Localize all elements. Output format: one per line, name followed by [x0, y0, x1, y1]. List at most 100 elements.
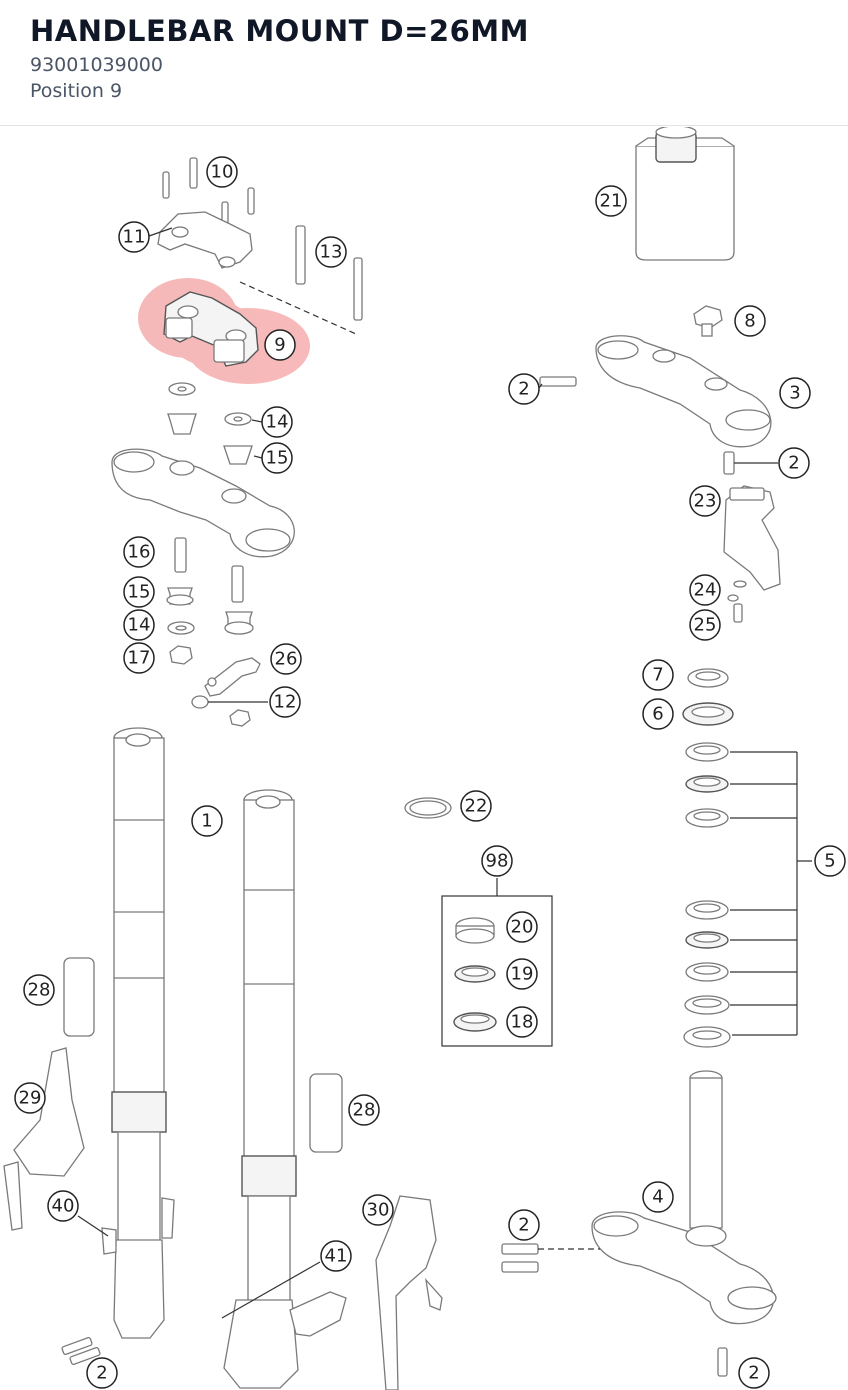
callout-label-11: 11 [123, 227, 146, 248]
callout-20[interactable] [506, 911, 538, 943]
callout-24[interactable] [689, 574, 721, 606]
upper-triple-clamp-left[interactable] [111, 448, 295, 558]
callout-label-13: 13 [320, 242, 343, 263]
sleeves-15-upper[interactable] [167, 413, 253, 465]
callout-label-41: 41 [325, 1246, 348, 1267]
callout-label-10: 10 [211, 162, 234, 183]
callouts [14, 156, 846, 1389]
callout-16[interactable] [123, 536, 155, 568]
callout-14a[interactable] [261, 406, 293, 438]
callout-23[interactable] [689, 485, 721, 517]
cable-guide-23[interactable] [723, 485, 781, 591]
callout-18[interactable] [506, 1006, 538, 1038]
washers-14-upper[interactable] [168, 382, 252, 426]
callout-12[interactable] [269, 686, 301, 718]
callout-1[interactable] [191, 805, 223, 837]
callout-13[interactable] [315, 236, 347, 268]
fork-guard-30[interactable] [375, 1195, 443, 1390]
steering-bearings-5[interactable] [683, 742, 812, 1048]
callout-label-8: 8 [744, 311, 755, 332]
callout-label-20: 20 [511, 917, 534, 938]
position-label: Position 9 [30, 80, 123, 102]
callout-label-5: 5 [824, 851, 835, 872]
fork-leg-left[interactable] [101, 727, 175, 1339]
callout-15b[interactable] [123, 576, 155, 608]
bracket-26[interactable] [204, 657, 261, 697]
callout-22[interactable] [460, 790, 492, 822]
callout-label-28a: 28 [28, 980, 51, 1001]
callout-label-2c: 2 [96, 1363, 107, 1384]
callout-41[interactable] [320, 1240, 352, 1272]
callout-label-98: 98 [486, 851, 509, 872]
callout-28b[interactable] [348, 1094, 380, 1126]
callout-4[interactable] [642, 1181, 674, 1213]
upper-triple-clamp-right-3[interactable] [595, 335, 772, 448]
callout-label-2a: 2 [518, 379, 529, 400]
callout-label-14b: 14 [128, 615, 151, 636]
callout-label-22: 22 [465, 796, 488, 817]
o-ring-22[interactable] [404, 797, 452, 819]
callout-19[interactable] [506, 958, 538, 990]
lower-triple-clamp-4[interactable] [591, 1070, 777, 1325]
protector-28-left[interactable] [63, 957, 95, 1037]
callout-label-28b: 28 [353, 1100, 376, 1121]
callout-label-30: 30 [367, 1200, 390, 1221]
callout-label-2d: 2 [518, 1215, 529, 1236]
washer-24-screw-25[interactable] [727, 580, 747, 623]
callout-2b[interactable] [778, 447, 810, 479]
bolts-10[interactable] [162, 157, 255, 229]
callout-label-40: 40 [52, 1196, 75, 1217]
callout-label-9: 9 [274, 335, 285, 356]
callout-label-18: 18 [511, 1012, 534, 1033]
bolts-2-lower[interactable] [61, 1243, 728, 1377]
seal-7[interactable] [687, 668, 729, 688]
callout-6[interactable] [642, 698, 674, 730]
callout-2d[interactable] [508, 1209, 540, 1241]
callout-29[interactable] [14, 1082, 46, 1114]
callout-11[interactable] [118, 221, 150, 253]
handlebar-mount-9[interactable] [163, 291, 259, 367]
grommet-12[interactable] [191, 695, 268, 709]
ring-6[interactable] [682, 702, 734, 726]
callout-label-15b: 15 [128, 582, 151, 603]
callout-label-24: 24 [694, 580, 717, 601]
callout-label-6: 6 [652, 704, 663, 725]
plug-8[interactable] [693, 305, 723, 337]
bearing-kit-98[interactable] [441, 878, 553, 1047]
callout-7[interactable] [642, 659, 674, 691]
handlebar-clamp-top-11[interactable] [157, 211, 253, 269]
callout-8[interactable] [734, 305, 766, 337]
callout-label-19: 19 [511, 964, 534, 985]
callout-label-3: 3 [789, 383, 800, 404]
callout-14b[interactable] [123, 609, 155, 641]
washers-14-lower[interactable] [167, 621, 195, 635]
callout-2a[interactable] [508, 373, 540, 405]
callout-label-25: 25 [694, 615, 717, 636]
callout-label-7: 7 [652, 665, 663, 686]
sleeves-15-lower[interactable] [166, 587, 254, 635]
callout-98[interactable] [481, 845, 513, 877]
fork-guard-29[interactable] [3, 1047, 85, 1231]
callout-9[interactable] [264, 329, 296, 361]
pins-16[interactable] [174, 537, 244, 603]
callout-2e[interactable] [738, 1357, 770, 1389]
callout-2c[interactable] [86, 1357, 118, 1389]
callout-28a[interactable] [23, 974, 55, 1006]
brake-fluid-21[interactable] [635, 127, 735, 261]
callout-10[interactable] [206, 156, 238, 188]
callout-25[interactable] [689, 609, 721, 641]
callout-40[interactable] [47, 1190, 79, 1222]
bolts-13[interactable] [239, 225, 363, 335]
callout-21[interactable] [595, 185, 627, 217]
callout-30[interactable] [362, 1194, 394, 1226]
callout-label-2e: 2 [748, 1363, 759, 1384]
callout-15a[interactable] [261, 442, 293, 474]
callout-17[interactable] [123, 642, 155, 674]
nuts-17[interactable] [169, 645, 251, 727]
callout-3[interactable] [779, 377, 811, 409]
callout-label-23: 23 [694, 491, 717, 512]
callout-26[interactable] [270, 643, 302, 675]
fork-leg-right[interactable] [223, 789, 347, 1389]
protector-28-right[interactable] [309, 1073, 343, 1153]
callout-5[interactable] [814, 845, 846, 877]
